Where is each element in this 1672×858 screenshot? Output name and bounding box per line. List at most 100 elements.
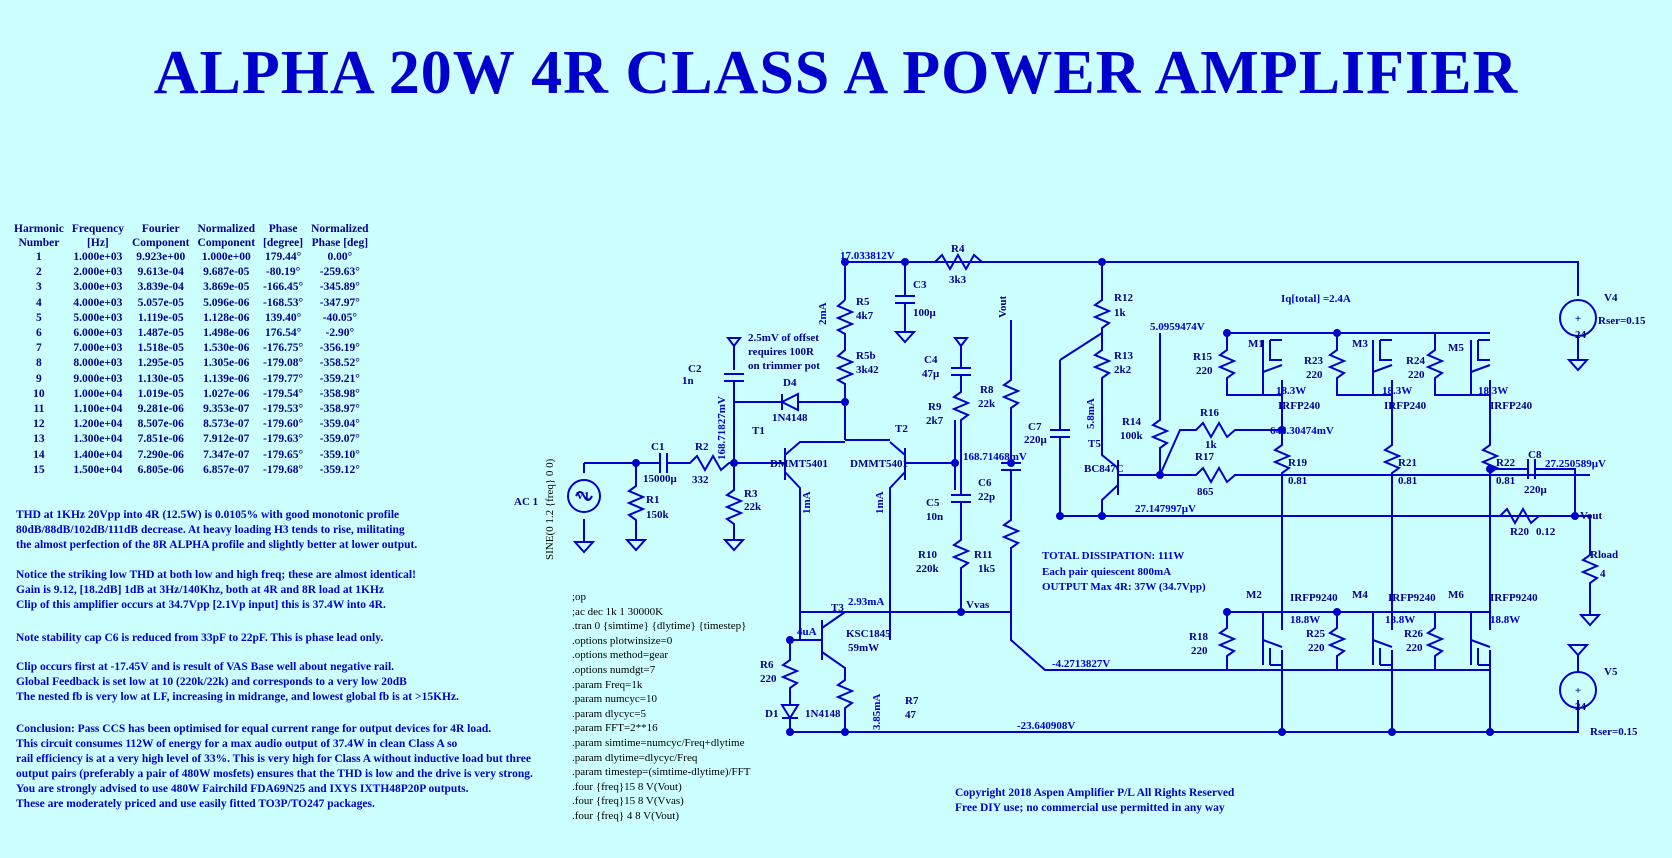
table-cell: 1.305e-06 — [203, 357, 250, 370]
label-r9-value: 2k7 — [926, 415, 944, 427]
spice-line: .param dlytime=dlycyc/Freq — [572, 751, 698, 764]
label-r26: R26 — [1404, 628, 1423, 640]
copyright-notice: Copyright 2018 Aspen Amplifier P/L All R… — [955, 786, 1234, 816]
label-r2: R2 — [695, 441, 709, 453]
table-cell: -358.52° — [319, 357, 360, 370]
component-labels: V1 AC 1 SINE(0 1.2 {freq} 0 0) C1 15000μ… — [514, 243, 1646, 738]
table-cell: 2.000e+03 — [73, 266, 123, 279]
table-cell: -179.08° — [263, 357, 304, 370]
label-r5b: R5b — [856, 350, 876, 362]
label-rload: Rload — [1590, 549, 1618, 561]
label-m3-power: 18.3W — [1382, 385, 1412, 397]
table-cell: 4 — [36, 296, 42, 309]
note-line: rail efficiency is at a very high level … — [16, 753, 531, 765]
table-cell: 1 — [36, 251, 42, 263]
table-cell: 6.000e+03 — [73, 327, 123, 340]
net-top-rail: 17.033812V — [840, 250, 895, 262]
table-cell: -179.54° — [263, 387, 304, 400]
label-r6: R6 — [760, 659, 774, 671]
table-cell: -179.63° — [263, 433, 304, 446]
label-r10: R10 — [918, 549, 937, 561]
label-offset-3: on trimmer pot — [748, 360, 820, 372]
table-cell: 1.000e+04 — [73, 387, 123, 400]
table-cell: 8.000e+03 — [73, 357, 123, 370]
label-rload-value: 4 — [1600, 568, 1606, 580]
spice-line: .four {freq} 4 8 V(Vout) — [572, 809, 679, 822]
label-c5: C5 — [926, 497, 940, 509]
table-cell: 9.687e-05 — [203, 266, 250, 279]
v4-polarity: + — [1575, 313, 1581, 325]
label-r13-value: 2k2 — [1114, 364, 1132, 376]
spice-line: .param numcyc=10 — [572, 693, 658, 706]
label-c7: C7 — [1028, 421, 1042, 433]
net-gate-bias: 5.0959474V — [1150, 321, 1205, 333]
table-cell: -356.19° — [319, 342, 360, 355]
label-t2: T2 — [895, 423, 908, 435]
table-cell: 7.000e+03 — [73, 342, 123, 355]
label-c6-value: 22p — [978, 491, 995, 503]
table-cell: 5.057e-05 — [137, 296, 184, 309]
label-t2-value: DMMT5401 — [850, 458, 908, 470]
label-r17-value: 865 — [1197, 486, 1214, 498]
label-r19: R19 — [1288, 457, 1307, 469]
label-c8: C8 — [1528, 449, 1542, 461]
label-r16-value: 1k — [1205, 439, 1218, 451]
label-d4-value: 1N4148 — [772, 412, 808, 424]
label-m2-value: IRFP9240 — [1290, 592, 1338, 604]
label-m1-power: 18.3W — [1276, 385, 1306, 397]
spice-line: .four {freq}15 8 V(Vvas) — [572, 795, 684, 808]
table-cell: 9.281e-06 — [137, 403, 184, 416]
label-d1: D1 — [765, 708, 778, 720]
table-cell: 176.54° — [264, 327, 302, 340]
col-harmonic-1: Harmonic — [14, 223, 64, 235]
fourier-header-row-2: Number [Hz] Component Component [degree]… — [10, 236, 373, 250]
spice-line: .param FFT=2**16 — [572, 722, 658, 735]
table-cell: -345.89° — [319, 281, 360, 294]
label-r19-value: 0.81 — [1288, 475, 1307, 487]
label-r23-value: 220 — [1306, 369, 1323, 381]
note-line: Global Feedback is set low at 10 (220k/2… — [16, 676, 407, 688]
table-cell: 3.000e+03 — [73, 281, 123, 294]
table-cell: -259.63° — [319, 266, 360, 279]
label-v4-value: 24 — [1575, 329, 1587, 341]
table-cell: 1.139e-06 — [203, 372, 250, 385]
note-line: Note stability cap C6 is reduced from 33… — [16, 632, 384, 644]
col-harmonic-2: Number — [18, 237, 60, 249]
table-cell: 1.400e+04 — [73, 448, 123, 461]
table-cell: 4.000e+03 — [73, 296, 123, 309]
note-line: output pairs (preferably a pair of 480W … — [16, 768, 533, 780]
label-r5b-value: 3k42 — [856, 364, 879, 376]
label-ac: AC 1 — [514, 496, 538, 508]
label-r5-value: 4k7 — [856, 310, 874, 322]
label-r13: R13 — [1114, 350, 1133, 362]
table-cell: 1.000e+03 — [73, 251, 123, 263]
table-cell: 13 — [33, 433, 45, 446]
table-cell: 139.40° — [264, 311, 302, 324]
label-c1-value: 15000μ — [643, 473, 678, 485]
label-c1: C1 — [651, 441, 664, 453]
label-output-max: OUTPUT Max 4R: 37W (34.7Vpp) — [1042, 581, 1206, 593]
label-t5-value: BC847C — [1084, 463, 1124, 475]
table-cell: -179.65° — [263, 448, 304, 461]
label-m2: M2 — [1246, 589, 1262, 601]
spice-line: .param dlycyc=5 — [572, 707, 647, 720]
table-cell: -176.75° — [263, 342, 304, 355]
net-labels: 17.033812V 168.71827mV 168.71468mV 5.095… — [716, 250, 1606, 732]
table-cell: 9.923e+00 — [136, 251, 186, 263]
net-t2-base: 168.71468mV — [963, 451, 1027, 463]
stability-note: Note stability cap C6 is reduced from 33… — [16, 631, 383, 646]
spice-line: .param simtime=numcyc/Freq+dlytime — [572, 736, 745, 749]
table-cell: 7.912e-07 — [203, 433, 250, 446]
label-vout-vertical: Vout — [997, 295, 1009, 318]
note-line: This circuit consumes 112W of energy for… — [16, 738, 458, 750]
label-v4-rser: Rser=0.15 — [1598, 315, 1646, 327]
label-m5-power: 18.3W — [1478, 385, 1508, 397]
